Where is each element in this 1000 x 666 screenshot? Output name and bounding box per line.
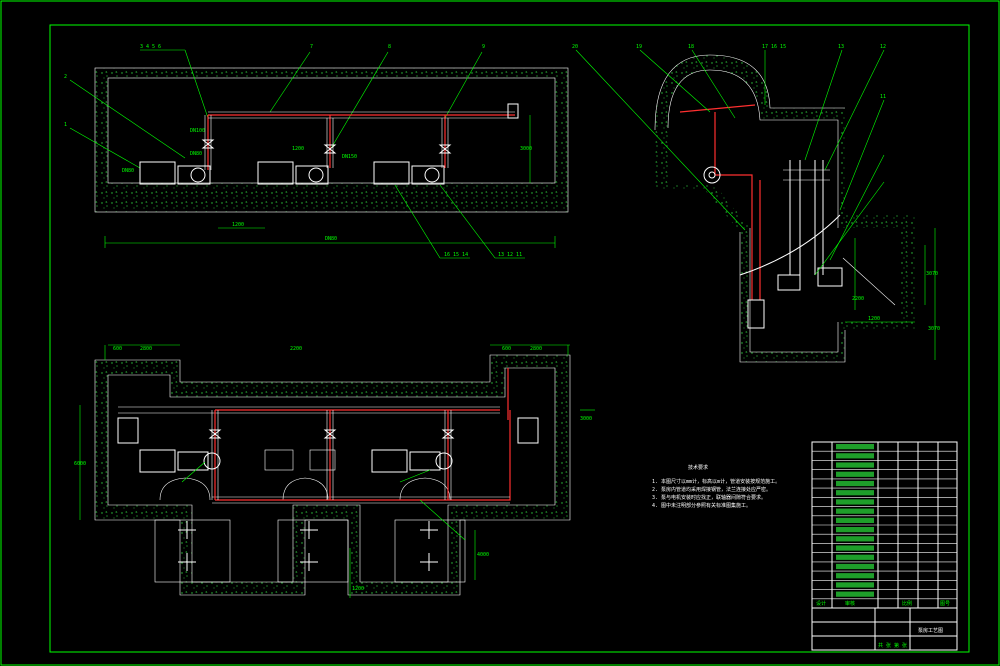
svg-text:20: 20 <box>572 44 578 50</box>
svg-text:1200: 1200 <box>352 586 364 592</box>
table-cell-text <box>836 591 874 597</box>
table-cell-text <box>836 554 874 560</box>
svg-text:1: 1 <box>64 122 67 128</box>
svg-text:DN80: DN80 <box>190 151 202 157</box>
svg-text:13 12 11: 13 12 11 <box>498 252 522 258</box>
svg-text:2200: 2200 <box>290 346 302 352</box>
parts-list-table: 设计 审核 比例 图号 泵房工艺图 共 张 第 张 <box>811 441 958 651</box>
svg-text:DN150: DN150 <box>342 154 357 160</box>
title-block-sheet: 共 张 第 张 <box>878 642 907 649</box>
svg-text:3000: 3000 <box>580 416 592 422</box>
elev-label-3: 8 <box>388 44 391 50</box>
table-cell-text <box>836 536 874 542</box>
notes-line-1: 1. 本图尺寸以mm计，标高以m计，管道安装按规范施工。 <box>652 478 780 485</box>
svg-text:16 15 14: 16 15 14 <box>444 252 468 258</box>
svg-text:DN100: DN100 <box>190 128 205 134</box>
technical-notes: 技术要求 1. 本图尺寸以mm计，标高以m计，管道安装按规范施工。 2. 泵房内… <box>652 464 780 509</box>
svg-text:1200: 1200 <box>232 222 244 228</box>
tb-footer-3: 比例 <box>902 600 912 607</box>
table-cell-text <box>836 444 874 450</box>
table-cell-text <box>836 453 874 459</box>
table-cell-text <box>836 462 874 468</box>
notes-line-3: 3. 泵与电机安装时应找正，联轴器间隙符合要求。 <box>652 494 766 501</box>
svg-text:1200: 1200 <box>868 316 880 322</box>
tb-footer-2: 审核 <box>845 600 855 607</box>
elev-dim-total: DN80 <box>325 236 337 242</box>
svg-text:18: 18 <box>688 44 694 50</box>
notes-line-2: 2. 泵房内管道均采用焊接钢管，法兰连接处应严密。 <box>652 486 771 493</box>
svg-text:11: 11 <box>880 94 886 100</box>
elev-label-2: 7 <box>310 44 313 50</box>
notes-line-4: 4. 图中未注明部分参照有关标准图集施工。 <box>652 502 751 509</box>
tb-footer-4: 图号 <box>940 601 950 607</box>
svg-text:3070: 3070 <box>926 271 938 277</box>
svg-text:1200: 1200 <box>292 146 304 152</box>
svg-text:19: 19 <box>636 44 642 50</box>
svg-text:17 16 15: 17 16 15 <box>762 44 786 50</box>
tb-footer-1: 设计 <box>816 600 826 607</box>
svg-text:2800: 2800 <box>530 346 542 352</box>
table-cell-text <box>836 508 874 514</box>
svg-text:4000: 4000 <box>477 552 489 558</box>
svg-text:13: 13 <box>838 44 844 50</box>
svg-text:2800: 2800 <box>140 346 152 352</box>
svg-text:DN80: DN80 <box>122 168 134 174</box>
elev-label-4: 9 <box>482 44 485 50</box>
svg-text:3000: 3000 <box>520 146 532 152</box>
elevation-view: DN80 1200 3 4 5 6 7 8 9 2 1 <box>64 44 569 259</box>
title-block-name: 泵房工艺图 <box>918 627 943 634</box>
section-view: 3070 3070 1200 2200 20 19 18 17 16 15 13… <box>572 44 940 363</box>
table-cell-text <box>836 490 874 496</box>
svg-text:6000: 6000 <box>74 461 86 467</box>
notes-title: 技术要求 <box>688 464 708 471</box>
table-cell-text <box>836 471 874 477</box>
svg-text:3070: 3070 <box>928 326 940 332</box>
table-cell-text <box>836 582 874 588</box>
svg-text:600: 600 <box>502 346 511 352</box>
elev-label-1: 3 4 5 6 <box>140 44 161 50</box>
table-cell-text <box>836 480 874 487</box>
svg-text:2200: 2200 <box>852 296 864 302</box>
table-cell-text <box>836 573 874 579</box>
drawing-frame <box>49 24 970 653</box>
table-cell-text <box>836 545 874 551</box>
svg-text:600: 600 <box>113 346 122 352</box>
table-cell-text <box>836 517 874 523</box>
svg-text:2: 2 <box>64 74 67 80</box>
plan-view: 6000 3000 4000 1200 2200 600 2800 600 28… <box>74 344 595 598</box>
svg-text:12: 12 <box>880 44 886 50</box>
table-cell-text <box>836 499 874 505</box>
table-cell-text <box>836 527 874 533</box>
table-cell-text <box>836 563 874 570</box>
